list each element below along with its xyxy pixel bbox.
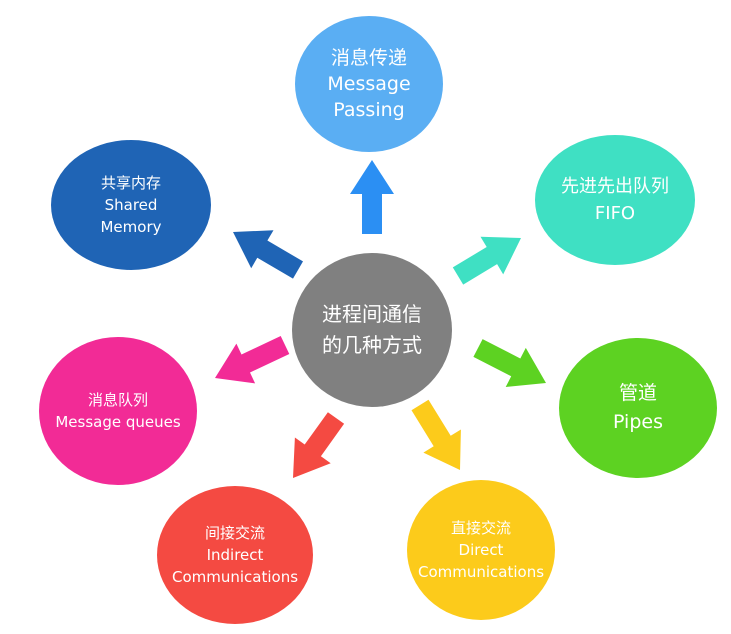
arrow-lower-right [411, 399, 461, 470]
arrow-upper-left [233, 230, 303, 279]
node-label-en-2: Communications [171, 568, 299, 586]
node-message-passing: 消息传递 Message Passing [295, 16, 443, 152]
node-label-en: Pipes [613, 411, 663, 433]
arrow-upper-right [452, 236, 521, 285]
node-shared-memory: 共享内存 Shared Memory [51, 140, 211, 270]
node-label-en: FIFO [594, 203, 636, 224]
node-label-en-2: Communications [417, 563, 545, 581]
center-node: 进程间通信 的几种方式 [292, 253, 452, 407]
node-direct-communications: 直接交流 Direct Communications [407, 480, 555, 620]
arrow-right [473, 339, 546, 387]
node-label-zh: 共享内存 [100, 174, 161, 192]
node-indirect-communications: 间接交流 Indirect Communications [157, 486, 313, 624]
node-label-en-2: Memory [100, 218, 162, 236]
node-message-queues: 消息队列 Message queues [39, 337, 197, 485]
node-label-en: Message [327, 73, 411, 95]
node-label-zh: 管道 [618, 382, 657, 404]
center-title-line-1: 进程间通信 [322, 302, 422, 326]
center-title-line-2: 的几种方式 [322, 333, 422, 357]
arrow-up [350, 160, 394, 234]
node-label-en: Message queues [55, 413, 181, 431]
node-label-zh: 消息传递 [330, 47, 407, 69]
node-label-zh: 间接交流 [204, 524, 265, 542]
arrow-left [215, 336, 290, 384]
node-label-zh: 直接交流 [450, 519, 511, 537]
node-label-en-2: Passing [333, 99, 405, 121]
node-label-zh: 先进先出队列 [561, 176, 669, 197]
node-label-en: Direct [458, 541, 504, 559]
node-label-zh: 消息队列 [87, 391, 148, 409]
arrow-lower-left [293, 412, 345, 478]
node-label-en: Indirect [206, 546, 264, 564]
node-pipes: 管道 Pipes [559, 338, 717, 478]
node-fifo: 先进先出队列 FIFO [535, 135, 695, 265]
node-label-en: Shared [104, 196, 158, 214]
